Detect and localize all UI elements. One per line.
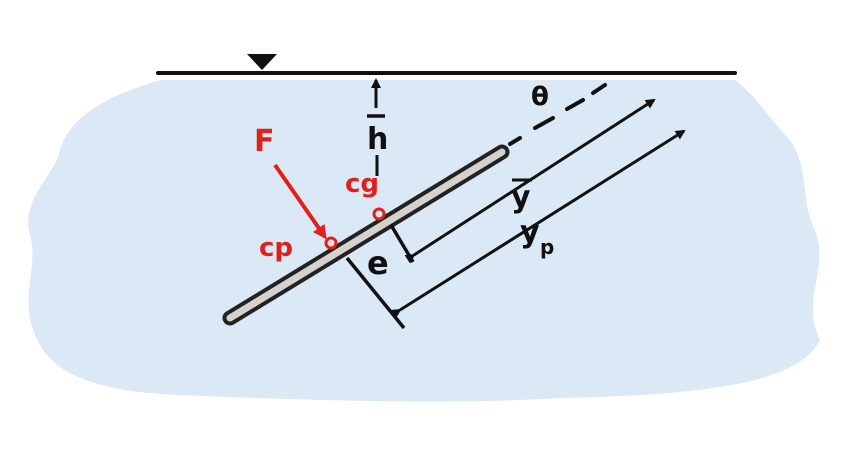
eccentricity-label: e: [367, 244, 389, 282]
angle-label: θ: [531, 82, 549, 112]
cg-label: cg: [345, 169, 379, 199]
cp-label: cp: [259, 233, 293, 263]
y-p-subscript: p: [540, 235, 554, 259]
y-p-label: y: [520, 215, 540, 250]
water-body: [28, 80, 820, 402]
force-label: F: [254, 124, 275, 159]
cp-point: [324, 236, 338, 250]
free-surface-triangle-icon: [247, 54, 277, 70]
y-p-arrow: [390, 129, 686, 319]
cg-point: [372, 207, 386, 221]
y-bar-label: y: [511, 180, 531, 215]
depth-label: h: [367, 122, 388, 157]
y-p-ext-line: [345, 256, 406, 330]
force-arrow: [273, 163, 327, 240]
